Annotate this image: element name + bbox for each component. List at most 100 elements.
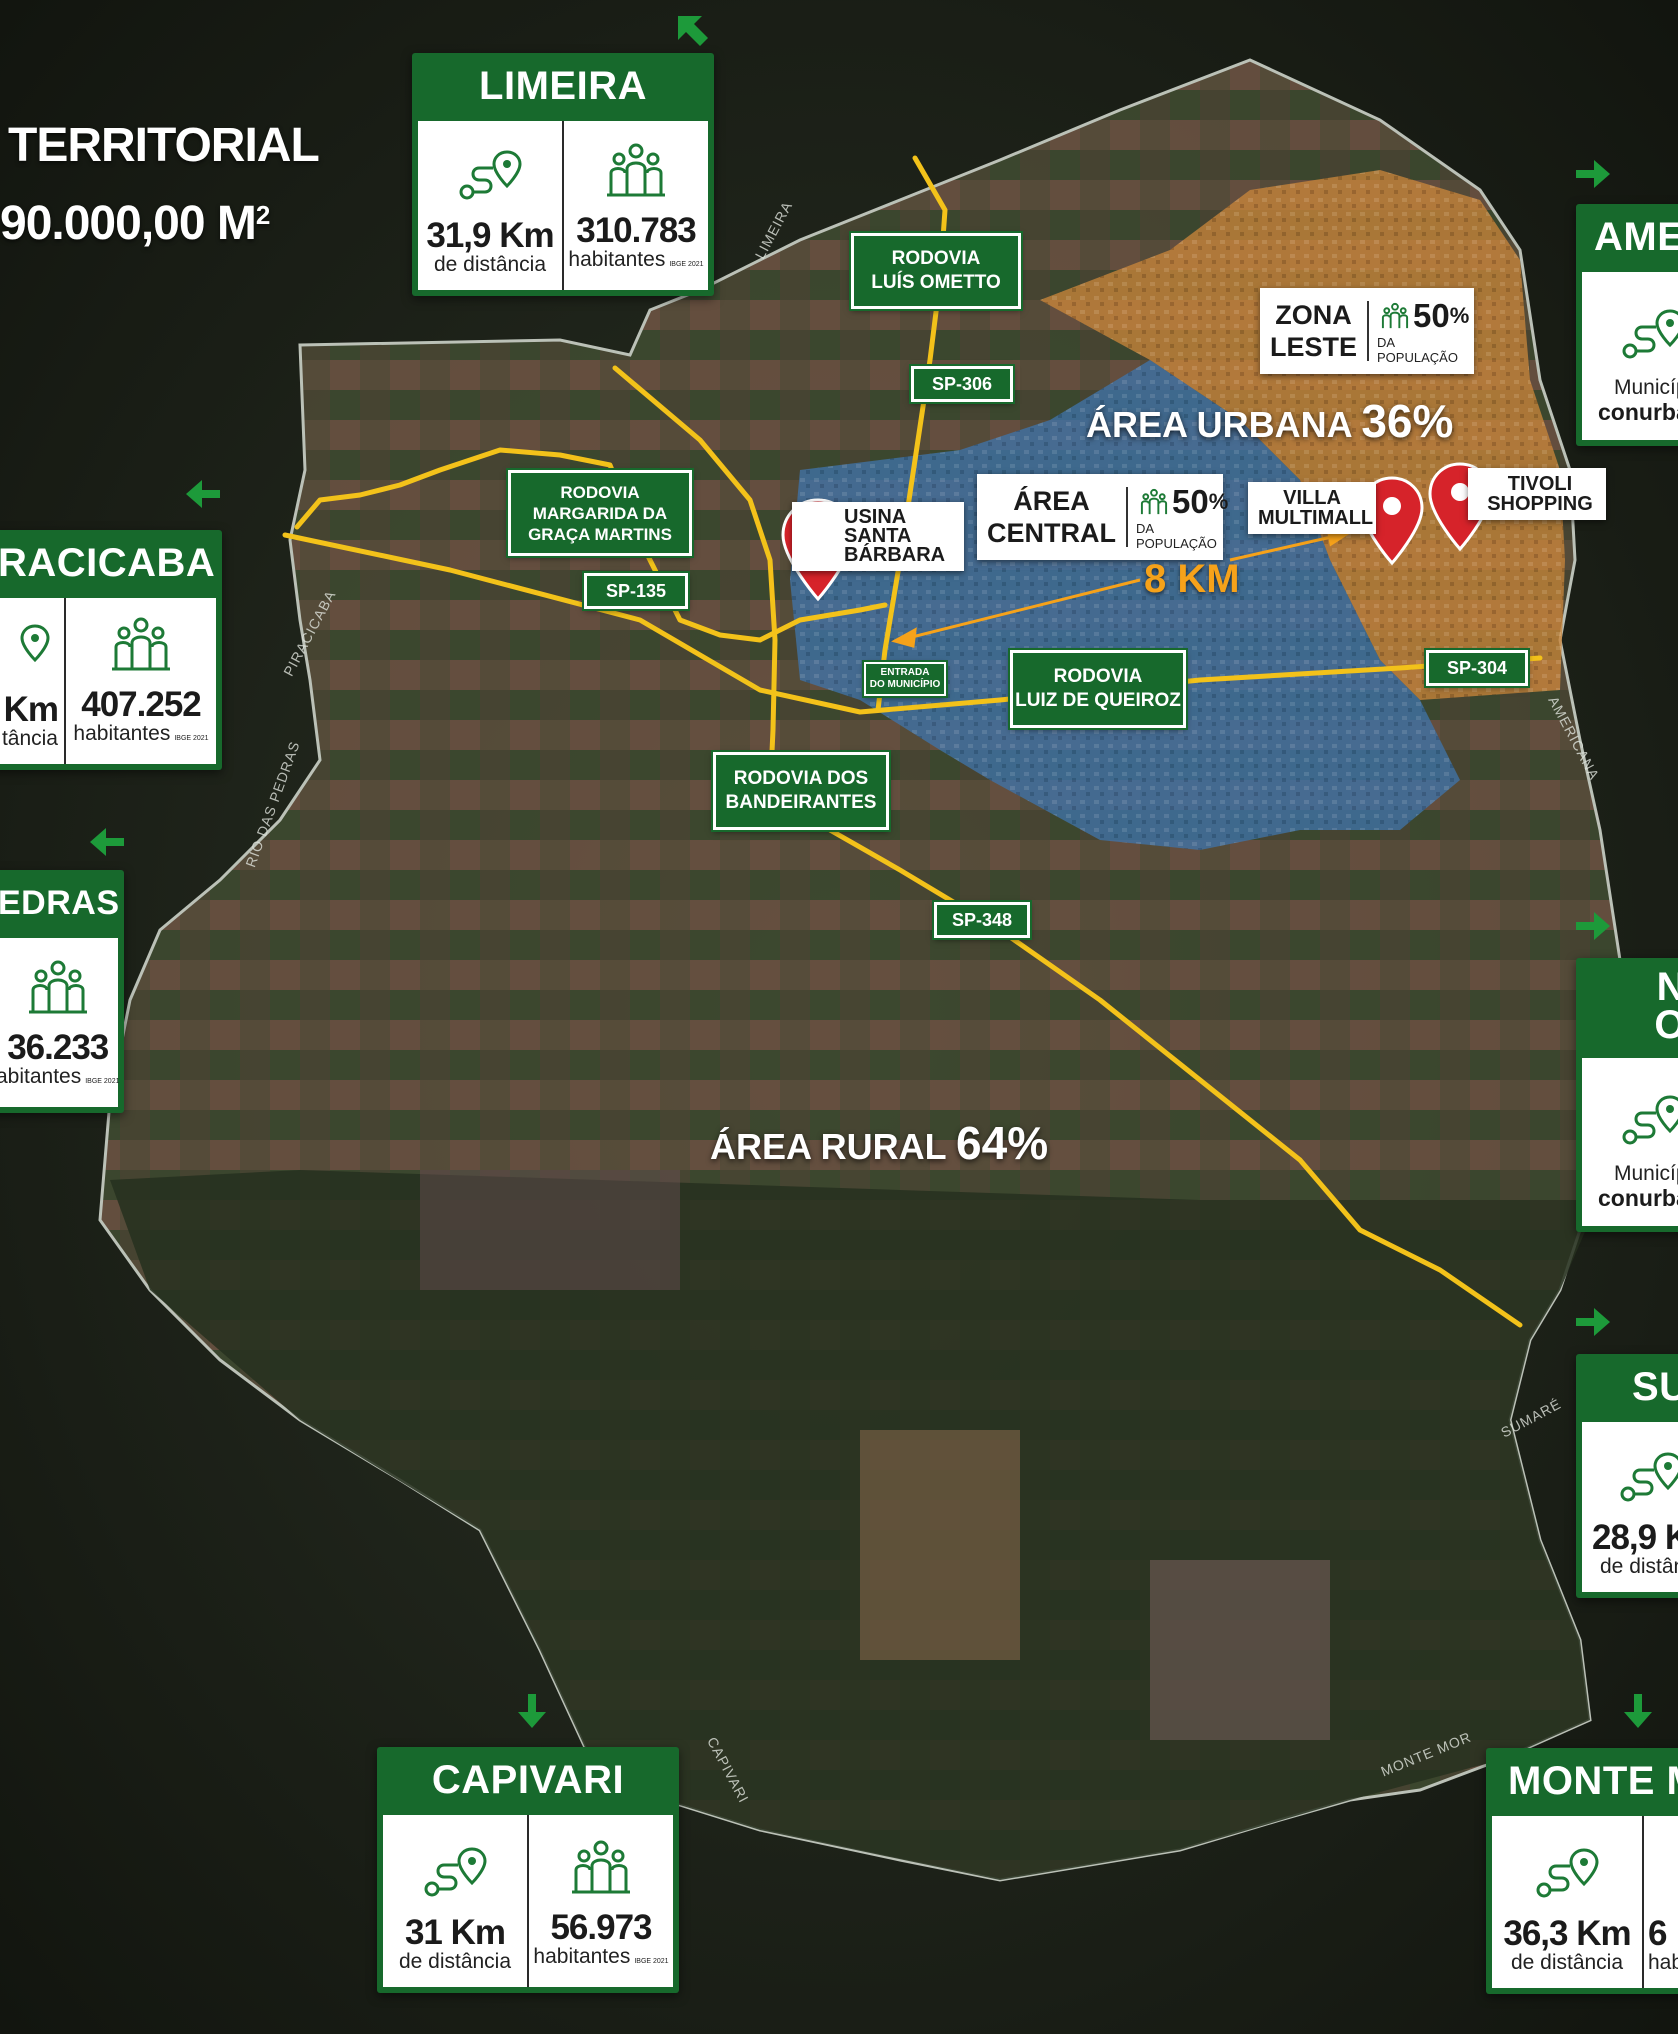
city-stats: 36,3 Km de distância 6 hab bbox=[1492, 1816, 1678, 1988]
direction-arrow-icon bbox=[1576, 912, 1610, 940]
direction-arrow-icon bbox=[1576, 1308, 1610, 1336]
area-label-percent: 36% bbox=[1361, 395, 1454, 447]
road-label-luiz-de-queiroz: RODOVIA LUIZ DE QUEIROZ bbox=[1008, 648, 1188, 730]
zone-title-line1: ZONA bbox=[1275, 300, 1352, 330]
population-stat: 6 hab bbox=[1642, 1816, 1678, 1988]
population-source: IBGE 2021 bbox=[85, 1078, 120, 1085]
population-value: 407.252 bbox=[81, 685, 202, 724]
city-card-nova-odessa[interactable]: N O Municíp conurba bbox=[1576, 958, 1678, 1232]
population-label-text: habitantes bbox=[568, 248, 666, 271]
population-source: IBGE 2021 bbox=[669, 261, 704, 268]
distance-stat: 36,3 Km de distância bbox=[1492, 1816, 1642, 1988]
area-label-text: ÁREA URBANA bbox=[1086, 404, 1352, 445]
road-luiz-de-queiroz bbox=[282, 532, 1543, 715]
city-card-americana[interactable]: AME Municíp conurba bbox=[1576, 204, 1678, 446]
direction-arrow-icon bbox=[518, 1694, 546, 1728]
city-name: N O bbox=[1576, 958, 1678, 1054]
population-value: 36.233 bbox=[7, 1028, 109, 1067]
population-label: hab bbox=[1648, 1951, 1678, 1974]
road-label-line2: DO MUNICÍPIO bbox=[869, 679, 941, 690]
place-line1: VILLA bbox=[1283, 487, 1341, 509]
city-card-monte-mor[interactable]: MONTE M 36,3 Km de distância 6 hab bbox=[1486, 1748, 1678, 1994]
zone-title-line1: ÁREA bbox=[1013, 486, 1090, 516]
city-name: RACICABA bbox=[0, 541, 216, 585]
direction-arrow-icon bbox=[186, 480, 220, 508]
direction-arrow-icon bbox=[678, 16, 708, 46]
road-label-line2: LUÍS OMETTO bbox=[871, 272, 1001, 293]
municipality-line1: Municíp bbox=[1614, 376, 1678, 399]
distance-label: de distância bbox=[433, 253, 547, 276]
distance-label: tância bbox=[1, 727, 58, 750]
road-label-line1: RODOVIA bbox=[1053, 666, 1143, 687]
direction-arrow-icon bbox=[1624, 1694, 1652, 1728]
municipality-info: Municíp conurba bbox=[1582, 1058, 1678, 1226]
road-label-line1: ENTRADA bbox=[880, 667, 930, 678]
route-pin-icon bbox=[459, 150, 522, 200]
road-label-line2: LUIZ DE QUEIROZ bbox=[1015, 690, 1181, 711]
place-line2: SANTA bbox=[844, 525, 912, 547]
zona-leste-percent: 50% DA POPULAÇÃO bbox=[1367, 297, 1477, 365]
city-name: SU bbox=[1632, 1365, 1678, 1409]
header-area-unit: 2 bbox=[255, 200, 271, 230]
area-urbana-label: ÁREA URBANA 36% bbox=[1086, 394, 1453, 448]
percent-sign: % bbox=[1208, 489, 1229, 514]
place-line1: USINA bbox=[844, 506, 907, 528]
population-label-text: abitantes bbox=[0, 1065, 82, 1088]
place-line2: MULTIMALL bbox=[1258, 507, 1374, 529]
direction-arrow-icon bbox=[1576, 160, 1610, 188]
place-line2: SHOPPING bbox=[1487, 493, 1593, 515]
route-pin-icon bbox=[20, 624, 50, 663]
header-area-value: 90.000,00 M bbox=[0, 197, 257, 250]
population-value: 56.973 bbox=[550, 1908, 652, 1947]
people-group-icon bbox=[1381, 302, 1409, 329]
distance-value: Km bbox=[3, 690, 59, 729]
city-name: CAPIVARI bbox=[431, 1758, 625, 1802]
city-card-limeira[interactable]: LIMEIRA 31,9 Km de distância 310.783 hab… bbox=[412, 53, 714, 296]
population-source: IBGE 2021 bbox=[174, 735, 209, 742]
people-group-icon bbox=[607, 143, 665, 197]
field-patch bbox=[1150, 1560, 1330, 1740]
road-label-sp306: SP-306 bbox=[909, 364, 1015, 404]
percent-sign: % bbox=[1449, 303, 1470, 328]
route-pin-icon bbox=[1536, 1848, 1599, 1898]
municipality-line1: Municíp bbox=[1614, 1162, 1678, 1185]
road-sp135 bbox=[294, 447, 888, 643]
city-name: MONTE M bbox=[1508, 1759, 1678, 1803]
place-label-tivoli-shopping: TIVOLI SHOPPING bbox=[1468, 468, 1606, 520]
zone-title-line2: CENTRAL bbox=[987, 518, 1116, 548]
city-name: EDRAS bbox=[0, 884, 120, 922]
header-area: 90.000,00 M2 bbox=[0, 196, 271, 251]
direction-arrow-icon bbox=[90, 828, 124, 856]
area-central-percent: 50% DA POPULAÇÃO bbox=[1126, 483, 1236, 551]
route-pin-icon bbox=[1620, 1452, 1678, 1502]
route-pin-icon bbox=[1622, 309, 1678, 359]
city-card-capivari[interactable]: CAPIVARI 31 Km de distância 56.973 habit… bbox=[377, 1747, 679, 1993]
area-label-percent: 64% bbox=[956, 1117, 1049, 1169]
population-value: 310.783 bbox=[576, 211, 697, 250]
road-label-line3: GRAÇA MARTINS bbox=[528, 524, 672, 544]
city-card-sumare[interactable]: SU 28,9 K de distân bbox=[1576, 1354, 1678, 1598]
city-stats: 28,9 K de distân bbox=[1582, 1422, 1678, 1592]
road-label-sp304: SP-304 bbox=[1424, 648, 1530, 688]
city-stats: Municíp conurba bbox=[1582, 1058, 1678, 1226]
place-line1: TIVOLI bbox=[1507, 473, 1573, 495]
place-line3: BÁRBARA bbox=[844, 544, 946, 566]
distance-value: 36,3 Km bbox=[1503, 1914, 1631, 1953]
area-label-text: ÁREA RURAL bbox=[710, 1126, 947, 1167]
